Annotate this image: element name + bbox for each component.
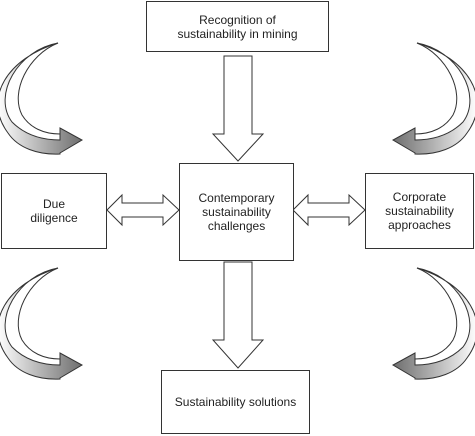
box-due-diligence: Due diligence	[1, 173, 107, 249]
curved-arrow-bottom-right	[391, 267, 475, 380]
arrow-down-recognition-to-challenges	[211, 55, 265, 162]
double-arrow-challenges-corporate	[292, 193, 366, 227]
box-corporate: Corporate sustainability approaches	[365, 173, 474, 249]
box-corporate-label: Corporate sustainability approaches	[385, 190, 454, 232]
box-recognition-label: Recognition of sustainability in mining	[177, 12, 298, 41]
curved-arrow-bottom-left	[0, 267, 84, 380]
box-due-diligence-label: Due diligence	[30, 197, 78, 225]
box-challenges-label: Contemporary sustainability challenges	[198, 191, 275, 233]
box-solutions-label: Sustainability solutions	[174, 395, 297, 409]
double-arrow-due-diligence-challenges	[106, 193, 180, 227]
box-recognition: Recognition of sustainability in mining	[146, 1, 329, 52]
box-challenges: Contemporary sustainability challenges	[179, 163, 294, 261]
box-solutions: Sustainability solutions	[161, 370, 310, 434]
curved-arrow-top-left	[0, 42, 84, 155]
curved-arrow-top-right	[391, 42, 475, 155]
arrow-down-challenges-to-solutions	[211, 261, 265, 369]
